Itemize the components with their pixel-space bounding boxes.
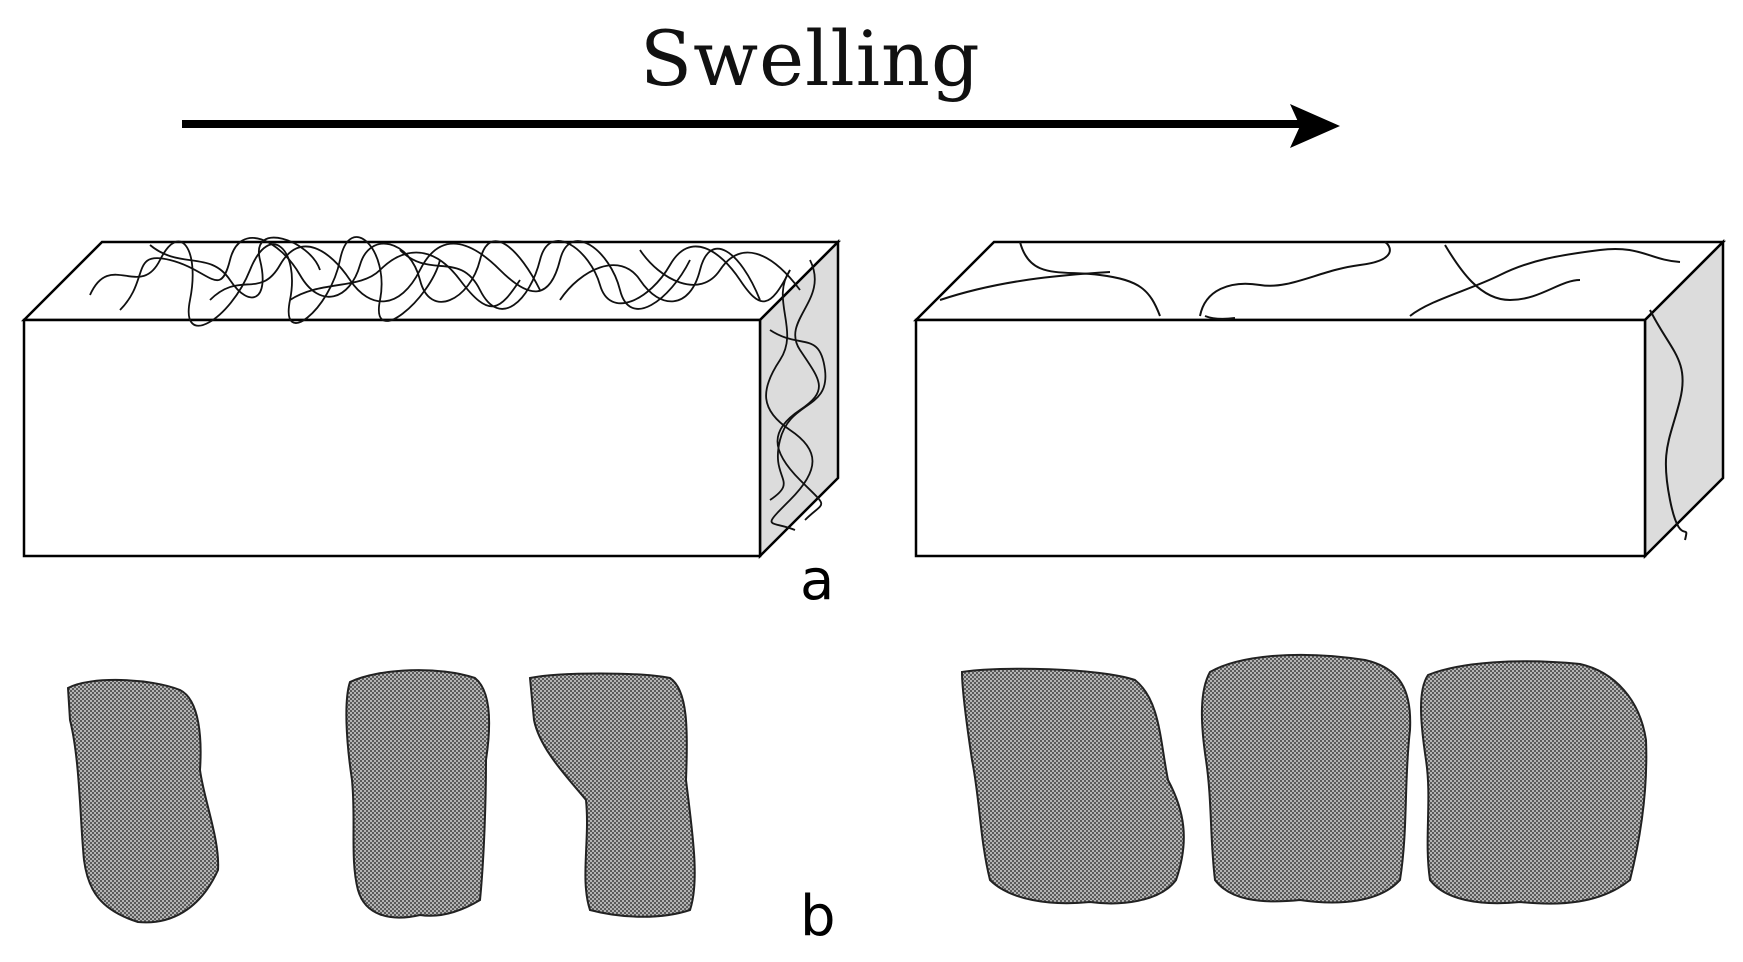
panel-b-label: b xyxy=(800,884,836,949)
unswollen-particles xyxy=(66,669,696,924)
swollen-particles xyxy=(960,653,1648,905)
particle-5 xyxy=(1200,653,1412,904)
sparse-polymer-chains xyxy=(939,241,1688,541)
unswollen-block xyxy=(20,236,842,560)
swelling-arrow xyxy=(182,104,1340,148)
particle-1 xyxy=(66,678,220,924)
panel-a-label: a xyxy=(800,548,835,613)
particle-3 xyxy=(528,672,696,918)
dense-side-chains xyxy=(765,259,827,531)
dense-polymer-chains xyxy=(89,236,801,327)
swelling-title: Swelling xyxy=(640,14,981,103)
particle-4 xyxy=(960,667,1185,905)
swollen-block xyxy=(912,238,1727,560)
particle-6 xyxy=(1420,660,1648,905)
particle-2 xyxy=(345,669,491,919)
